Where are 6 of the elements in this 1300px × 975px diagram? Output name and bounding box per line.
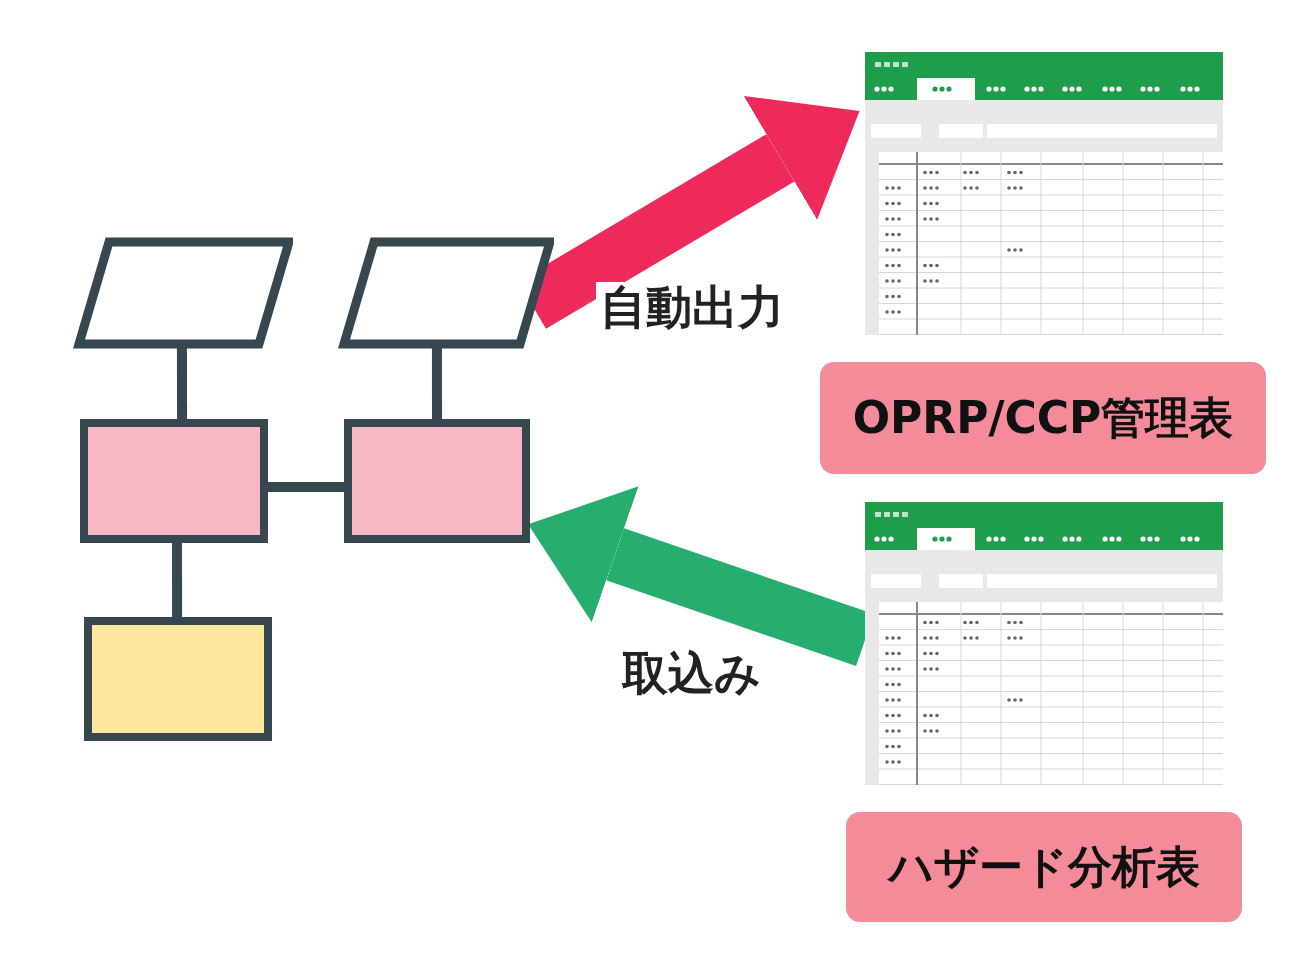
connector-line xyxy=(431,348,442,419)
connector-line xyxy=(268,481,344,492)
title-label: OPRP/CCP管理表 xyxy=(820,362,1266,474)
connector-line xyxy=(176,348,188,419)
connector-line xyxy=(172,543,183,617)
title-label: ハザード分析表 xyxy=(846,812,1242,922)
